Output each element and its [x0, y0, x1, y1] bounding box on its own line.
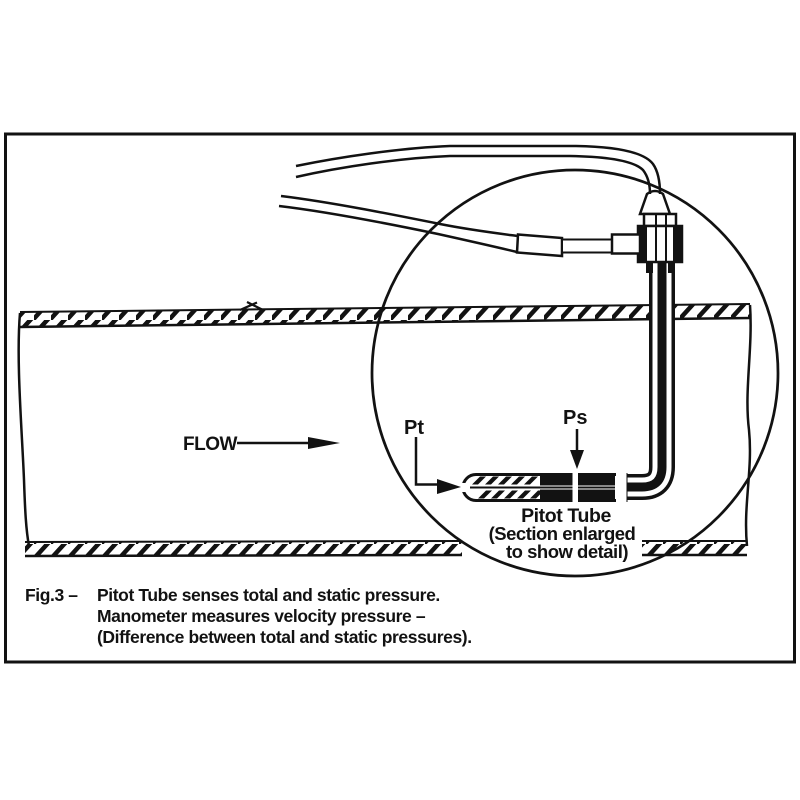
pitot-tube-vertical-and-elbow: [627, 262, 675, 500]
duct: [17, 301, 752, 558]
pt-label: Pt: [404, 417, 424, 439]
caption-tag: Fig.3 –: [25, 585, 78, 605]
ps-label: Ps: [563, 407, 587, 429]
hose-sleeve-connector: [515, 233, 642, 258]
probe-cutaway-hatch: [472, 476, 544, 499]
flow-arrow: [237, 437, 340, 449]
duct-top-wall: [19, 301, 751, 329]
ps-leader-arrow: [570, 429, 584, 469]
caption-line3: (Difference between total and static pre…: [97, 627, 472, 647]
pitot-probe: [458, 471, 628, 504]
figure-caption: Fig.3 – Pitot Tube senses total and stat…: [25, 585, 472, 647]
section-gap: [616, 471, 627, 504]
flow-label: FLOW: [183, 434, 237, 455]
tube-fitting: [636, 189, 684, 273]
caption-line1: Pitot Tube senses total and static press…: [97, 585, 440, 605]
duct-right-cut-edge: [744, 304, 752, 547]
static-pressure-hose: [278, 194, 519, 254]
detail-callout-line1: (Section enlarged: [489, 523, 636, 544]
duct-bottom-wall: [24, 540, 747, 558]
detail-callout-title: Pitot Tube: [521, 505, 611, 527]
pt-leader-arrow: [414, 437, 461, 494]
detail-callout-line2: to show detail): [506, 541, 628, 562]
total-pressure-hose: [295, 144, 662, 195]
static-stub: [610, 233, 642, 255]
static-port-slit: [572, 471, 578, 504]
wall-break-mark: [239, 301, 264, 312]
magnifier-circle: [370, 168, 780, 578]
caption-line2: Manometer measures velocity pressure –: [97, 606, 426, 626]
connector-tube: [561, 238, 615, 254]
total-pressure-opening: [458, 483, 467, 492]
duct-left-cut-edge: [17, 312, 31, 547]
